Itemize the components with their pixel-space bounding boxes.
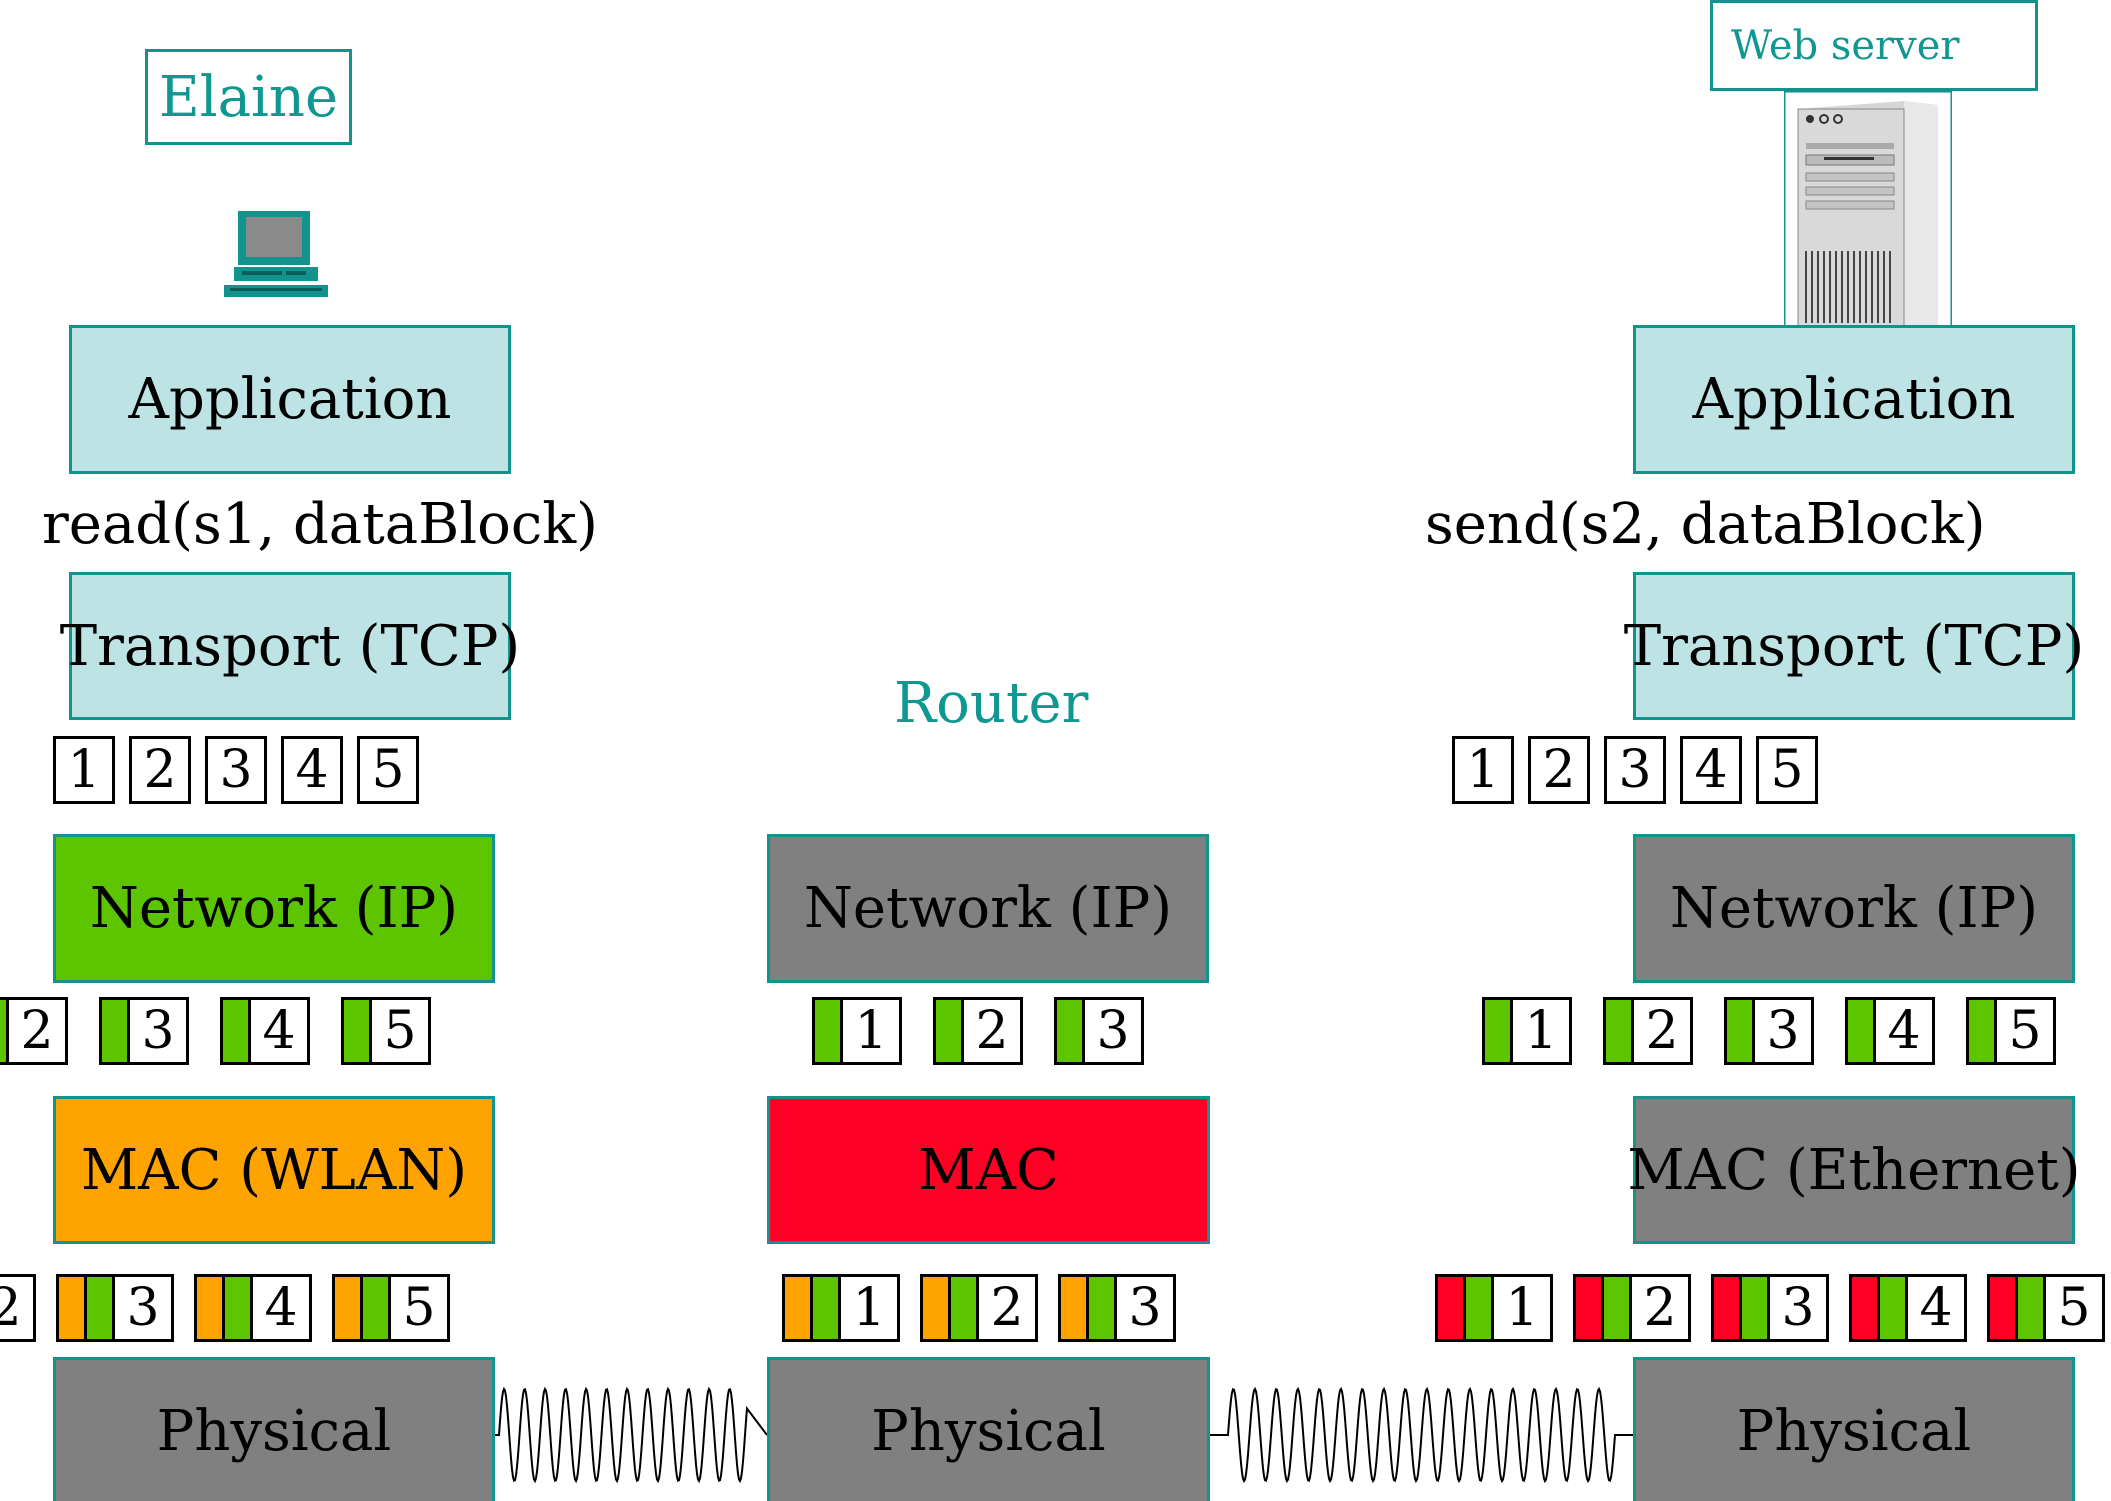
packet-header-block: [56, 1274, 87, 1342]
packet-number-block: 3: [127, 997, 189, 1065]
packet-number-block: 1: [1491, 1274, 1553, 1342]
packet-number-block: 4: [281, 736, 343, 804]
server-transport-layer: Transport (TCP): [1624, 572, 2084, 720]
packet-header-block: [782, 1274, 813, 1342]
packet-number-block: 2: [1528, 736, 1590, 804]
packet-header-block: [1724, 997, 1755, 1065]
client-physical-layer: Physical: [53, 1357, 495, 1501]
server-mac-layer: MAC (Ethernet): [1627, 1096, 2081, 1244]
router-label: Router: [894, 671, 1089, 736]
packet-number-block: 3: [1082, 997, 1144, 1065]
packet-header-block: [1086, 1274, 1117, 1342]
server-application-layer: Application: [1633, 325, 2075, 474]
packet-header-block: [1966, 997, 1997, 1065]
router-network-layer: Network (IP): [767, 834, 1209, 983]
packet-number-block: 5: [369, 997, 431, 1065]
packet-header-block: [222, 1274, 253, 1342]
packet-header-block: [332, 1274, 363, 1342]
packet-header-block: [1435, 1274, 1466, 1342]
packet-header-block: [360, 1274, 391, 1342]
packet-header-block: [1058, 1274, 1089, 1342]
read-call-label: read(s1, dataBlock): [42, 492, 599, 557]
packet-header-block: [1845, 997, 1876, 1065]
client-mac-layer: MAC (WLAN): [53, 1096, 495, 1244]
packet-number-block: 2: [6, 997, 68, 1065]
packet-header-block: [1739, 1274, 1770, 1342]
host-label-elaine: Elaine: [145, 49, 352, 145]
packet-number-block: 2: [1631, 997, 1693, 1065]
packet-number-block: 5: [357, 736, 419, 804]
packet-number-block: 3: [1604, 736, 1666, 804]
server-physical-layer: Physical: [1633, 1357, 2075, 1501]
packet-header-block: [99, 997, 130, 1065]
packet-header-block: [933, 997, 964, 1065]
packet-header-block: [1463, 1274, 1494, 1342]
signal-wave-icon: [1210, 1386, 1633, 1484]
packet-header-block: [1849, 1274, 1880, 1342]
packet-number-block: 1: [1452, 736, 1514, 804]
packet-number-block: 5: [2043, 1274, 2105, 1342]
router-physical-layer: Physical: [767, 1357, 1210, 1501]
packet-number-block: 3: [1114, 1274, 1176, 1342]
packet-header-block: [1603, 997, 1634, 1065]
packet-header-block: [812, 997, 843, 1065]
packet-header-block: [220, 997, 251, 1065]
signal-wave: [495, 1386, 767, 1484]
tower-server-icon: [1784, 91, 1952, 327]
packet-header-block: [1482, 997, 1513, 1065]
packet-header-block: [1601, 1274, 1632, 1342]
packet-number-block: 5: [388, 1274, 450, 1342]
client-network-layer: Network (IP): [53, 834, 495, 983]
packet-number-block: 4: [1873, 997, 1935, 1065]
packet-number-block: 1: [838, 1274, 900, 1342]
host-label-web-server: Web server: [1710, 0, 2038, 91]
packet-header-block: [2015, 1274, 2046, 1342]
packet-number-block: 4: [1680, 736, 1742, 804]
packet-header-block: [1987, 1274, 2018, 1342]
packet-number-block: 2: [961, 997, 1023, 1065]
packet-number-block: 3: [1752, 997, 1814, 1065]
packet-number-block: 3: [112, 1274, 174, 1342]
packet-header-block: [948, 1274, 979, 1342]
packet-header-block: [1573, 1274, 1604, 1342]
packet-number-block: 2: [1629, 1274, 1691, 1342]
packet-header-block: [1054, 997, 1085, 1065]
packet-header-block: [1877, 1274, 1908, 1342]
packet-number-block: 1: [840, 997, 902, 1065]
packet-number-block: 2: [129, 736, 191, 804]
packet-number-block: 3: [1767, 1274, 1829, 1342]
desktop-computer-icon: [224, 211, 328, 297]
client-application-layer: Application: [69, 325, 511, 474]
packet-number-block: 4: [248, 997, 310, 1065]
packet-header-block: [341, 997, 372, 1065]
packet-header-block: [1711, 1274, 1742, 1342]
send-call-label: send(s2, dataBlock): [1425, 492, 1986, 557]
router-mac-layer: MAC: [767, 1096, 1210, 1244]
packet-number-block: 5: [1756, 736, 1818, 804]
packet-number-block: 2: [0, 1274, 36, 1342]
signal-wave: [1210, 1386, 1633, 1484]
packet-header-block: [84, 1274, 115, 1342]
packet-number-block: 1: [53, 736, 115, 804]
packet-number-block: 2: [976, 1274, 1038, 1342]
packet-number-block: 5: [1994, 997, 2056, 1065]
packet-number-block: 3: [205, 736, 267, 804]
wireless-signal-icon: [495, 1386, 767, 1484]
packet-number-block: 4: [1905, 1274, 1967, 1342]
packet-header-block: [810, 1274, 841, 1342]
packet-number-block: 1: [1510, 997, 1572, 1065]
packet-header-block: [920, 1274, 951, 1342]
packet-header-block: [194, 1274, 225, 1342]
packet-number-block: 4: [250, 1274, 312, 1342]
server-network-layer: Network (IP): [1633, 834, 2075, 983]
client-transport-layer: Transport (TCP): [60, 572, 520, 720]
